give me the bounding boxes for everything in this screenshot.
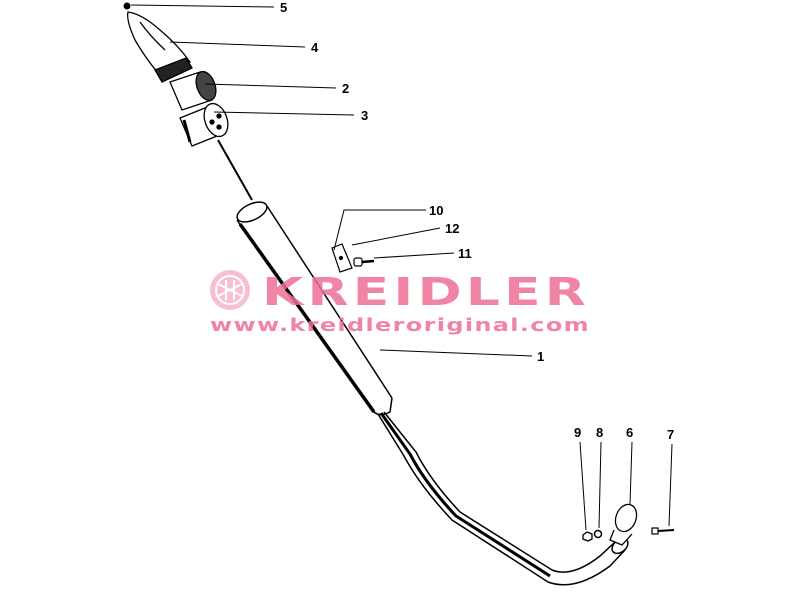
label-part-12: 12 — [445, 221, 459, 236]
label-part-6: 6 — [626, 425, 633, 440]
part-6-clamp — [609, 503, 638, 546]
part-2-insert — [169, 70, 217, 111]
baffle-rod — [217, 139, 253, 201]
part-3-baffle — [179, 102, 229, 147]
label-part-8: 8 — [596, 425, 603, 440]
part-1-muffler — [236, 201, 629, 586]
label-part-11: 11 — [458, 246, 472, 261]
part-11-bolt — [353, 257, 375, 267]
part-7-bolt — [651, 527, 675, 535]
label-part-3: 3 — [361, 108, 368, 123]
label-part-9: 9 — [574, 425, 581, 440]
part-5-cap — [123, 2, 131, 10]
part-9-nut — [582, 531, 593, 542]
watermark-brand: KREIDLER — [262, 270, 590, 314]
part-10-bracket — [331, 243, 353, 273]
watermark-url: www.kreidleroriginal.com — [210, 315, 590, 336]
part-8-washer — [593, 529, 603, 539]
kreidler-logo-icon — [210, 270, 250, 310]
part-4-end-cone — [127, 11, 193, 83]
label-part-5: 5 — [280, 0, 287, 15]
label-part-2: 2 — [342, 81, 349, 96]
label-part-1: 1 — [537, 349, 544, 364]
label-part-4: 4 — [311, 40, 319, 55]
label-part-7: 7 — [667, 427, 674, 442]
leader-lines — [130, 4, 673, 531]
label-part-10: 10 — [429, 203, 443, 218]
